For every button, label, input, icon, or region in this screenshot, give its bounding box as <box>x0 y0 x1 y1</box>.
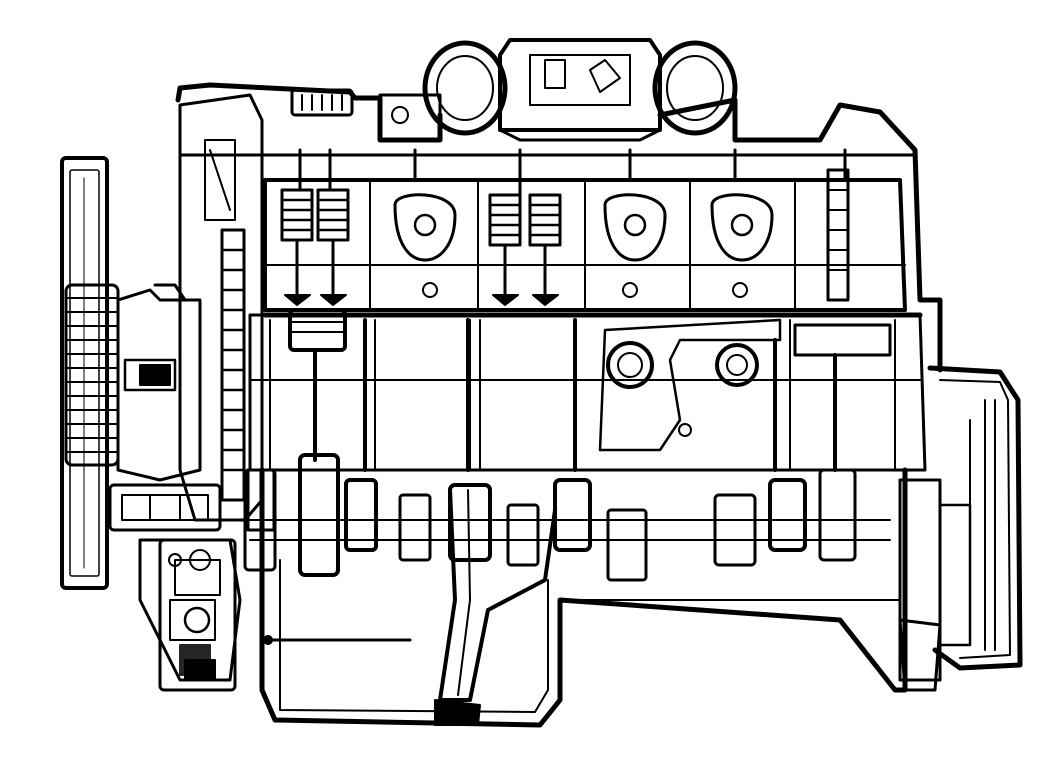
engine-block <box>248 313 927 472</box>
dipstick-icon <box>263 635 412 645</box>
oil-pickup-icon <box>434 488 557 726</box>
piston-icon <box>288 308 892 357</box>
air-cleaner-icon <box>378 38 738 142</box>
connecting-rod-icon <box>313 318 837 472</box>
crankshaft-icon <box>243 453 891 582</box>
valve-spring-icon <box>280 148 850 306</box>
distributor-icon <box>158 538 237 692</box>
timing-chain-icon <box>178 93 276 532</box>
oil-pan-icon <box>259 467 908 728</box>
cooling-fan-icon <box>60 156 120 590</box>
valve-cover-icon <box>175 82 943 373</box>
bellhousing-icon <box>898 365 1023 692</box>
cylinder-head-icon <box>263 178 907 312</box>
